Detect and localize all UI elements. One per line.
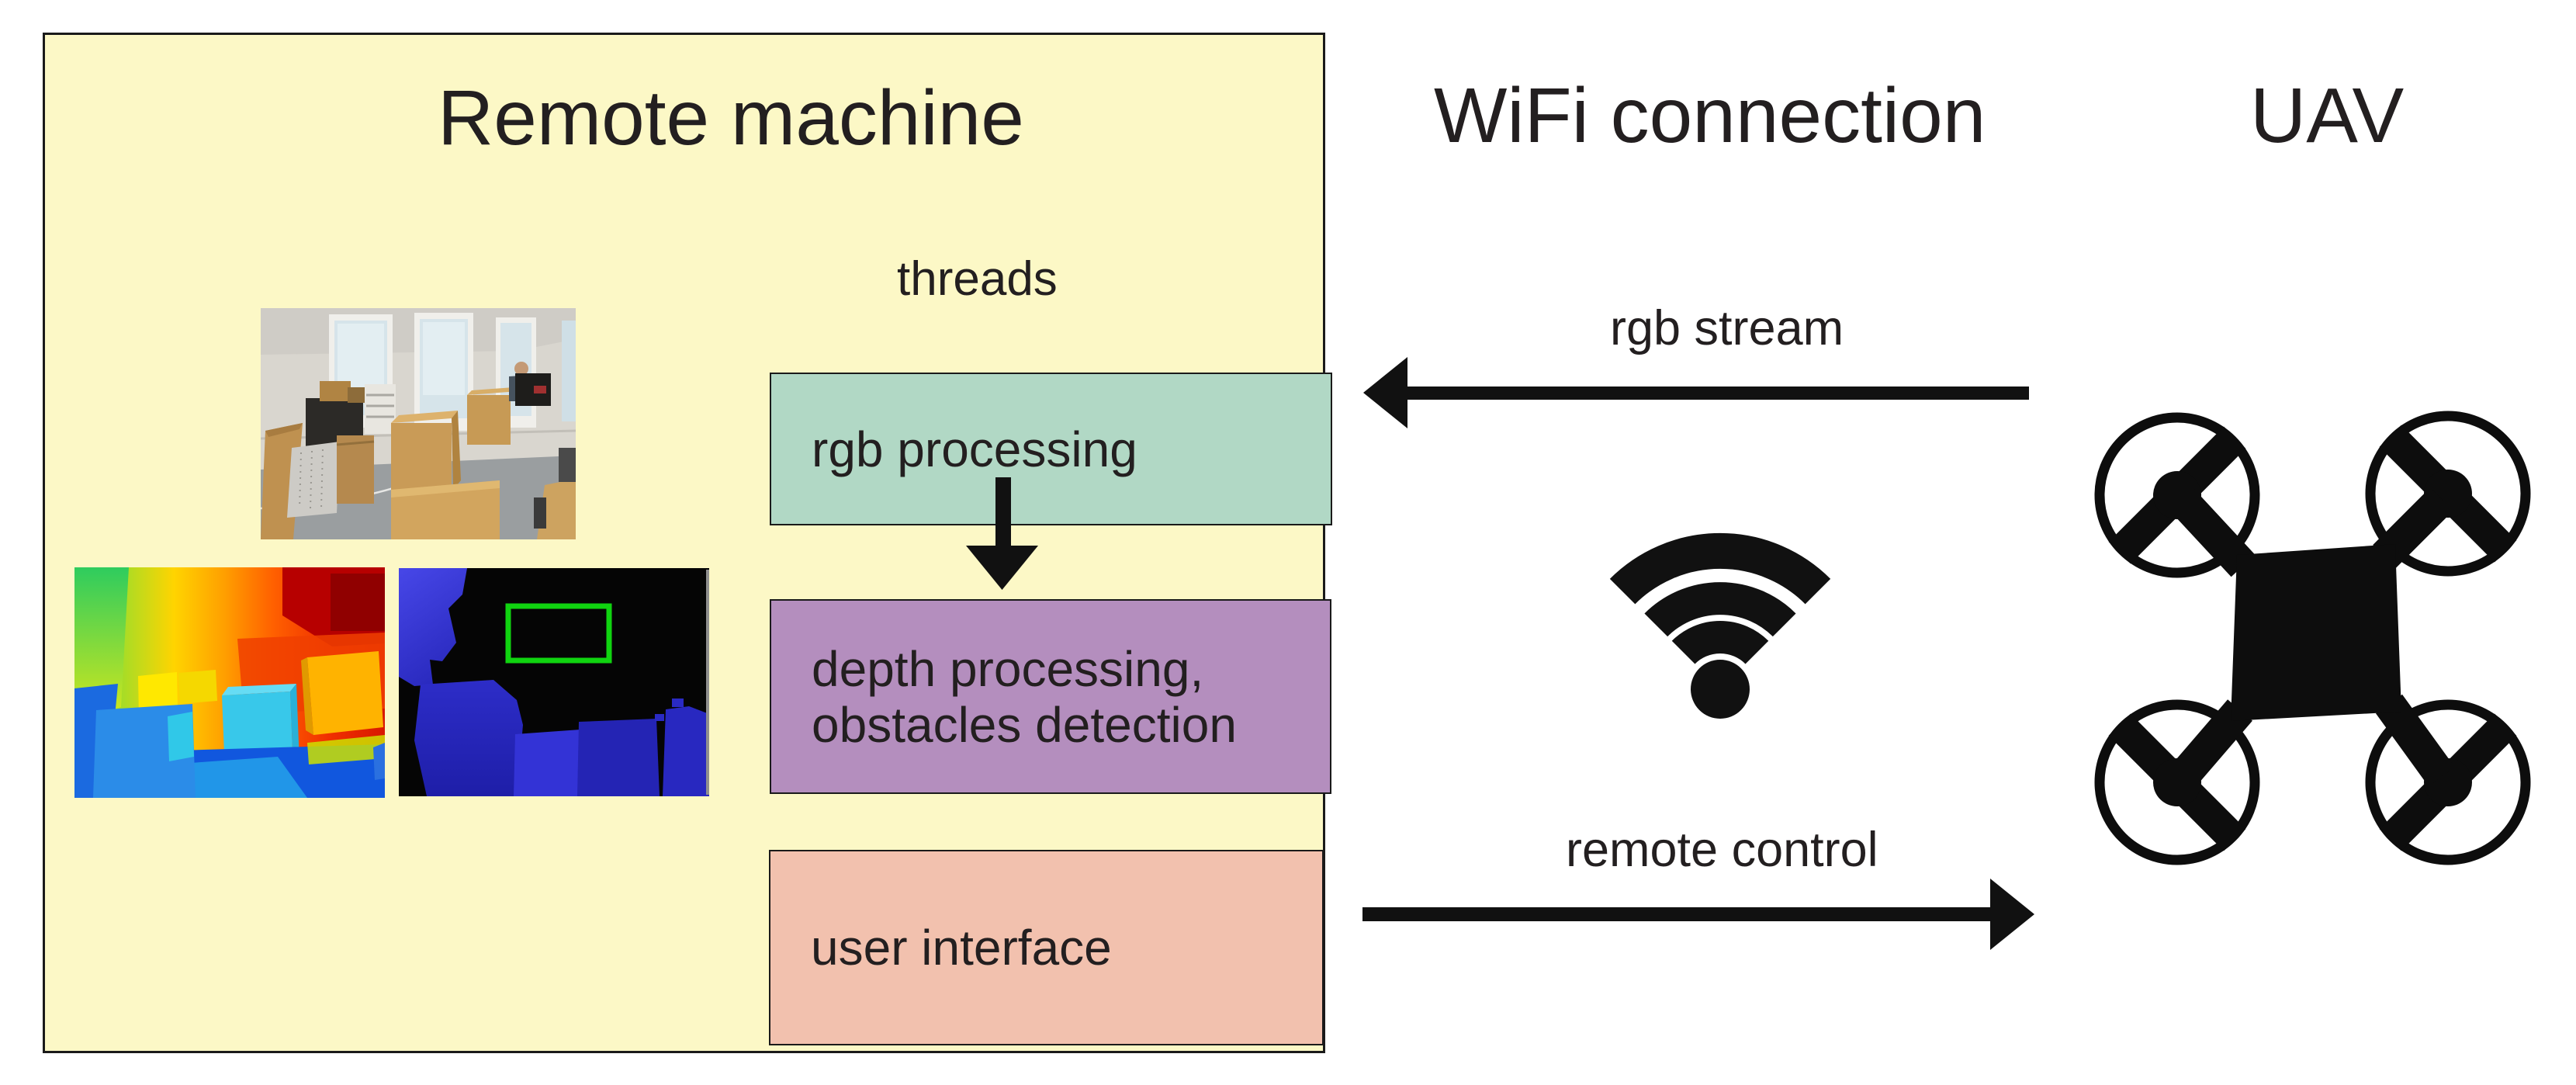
depth-processing-box: depth processing, obstacles detection [770,599,1331,794]
arrow-down-icon [966,477,1038,590]
remote-control-label: remote control [1566,823,1878,877]
rgb-stream-label: rgb stream [1610,301,1844,355]
arrow-right-icon [1362,879,2034,950]
uav-title: UAV [2250,72,2405,159]
detection-rectangle [505,603,612,664]
rgb-processing-box: rgb processing [770,373,1332,525]
wifi-icon [1609,532,1831,719]
remote-machine-panel: Remote machine threads [43,33,1332,1053]
rgb-camera-photo [261,308,576,539]
user-interface-label: user interface [811,920,1112,976]
user-interface-box: user interface [769,850,1324,1045]
wifi-connection-title: WiFi connection [1434,72,1986,159]
window-middle [414,313,473,431]
depth-processing-label-line1: depth processing, [812,640,1204,697]
obstacle-map-image [399,568,709,796]
threads-label: threads [897,252,1058,306]
depth-map-image [74,567,385,798]
uav-drone-icon [2094,411,2531,865]
rgb-processing-label: rgb processing [812,421,1137,477]
depth-processing-label-line2: obstacles detection [812,696,1237,753]
remote-machine-title: Remote machine [438,75,1024,161]
arrow-left-icon [1363,357,2029,428]
